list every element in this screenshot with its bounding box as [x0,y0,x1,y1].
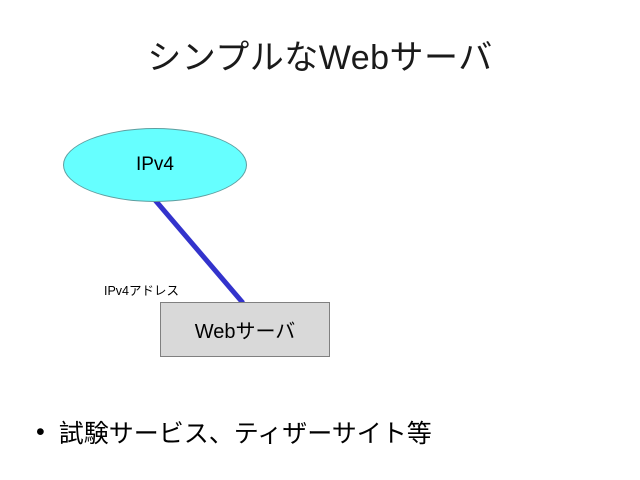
ipv4-cloud-ellipse: IPv4 [63,128,247,202]
bullet-item: • 試験サービス、ティザーサイト等 [36,414,432,450]
slide-title: シンプルなWebサーバ [147,39,493,77]
bullet-text: 試験サービス、ティザーサイト等 [58,420,432,448]
web-server-box-label: Webサーバ [194,321,296,343]
web-server-box: Webサーバ [160,302,330,357]
ipv4-address-label: IPv4アドレス [104,284,180,298]
bullet-marker: • [36,417,45,446]
ipv4-ellipse-label: IPv4 [135,154,175,175]
